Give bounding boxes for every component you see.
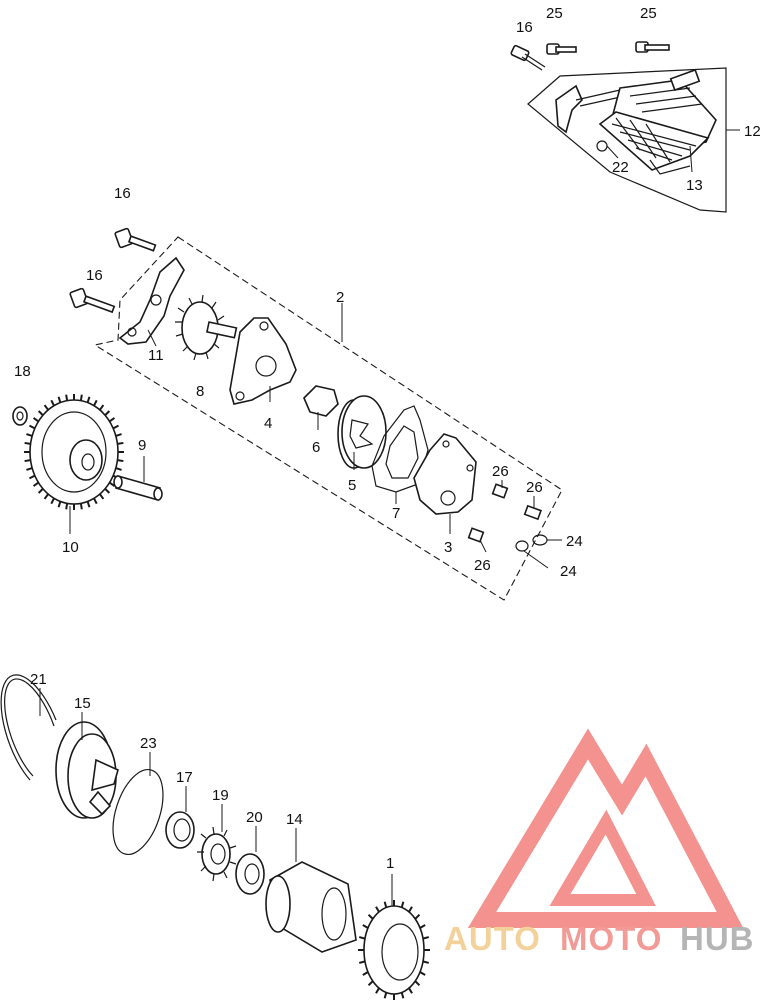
- part-20-washer: [235, 826, 265, 895]
- callout-16-top: 16: [516, 19, 533, 36]
- callout-21: 21: [30, 671, 47, 688]
- watermark-word-moto: MOTO: [560, 920, 662, 957]
- callout-24-b: 24: [560, 563, 577, 580]
- watermark-triangle-logo: [467, 728, 744, 928]
- part-14-sleeve: [265, 828, 357, 953]
- part-17-seal: [165, 786, 195, 849]
- part-23-ring: [112, 769, 164, 855]
- callout-10: 10: [62, 539, 79, 556]
- callout-23: 23: [140, 735, 157, 752]
- callout-11: 11: [148, 347, 164, 364]
- callout-13: 13: [686, 177, 703, 194]
- bolt-26-b: [523, 496, 542, 521]
- callout-25-right: 25: [640, 5, 657, 22]
- callout-15: 15: [74, 695, 91, 712]
- callout-24-a: 24: [566, 533, 583, 550]
- o-ring-22: [596, 140, 608, 152]
- part-5-rotor: [337, 395, 387, 470]
- callout-6: 6: [312, 439, 320, 456]
- bracket-plate: [555, 84, 583, 134]
- callouts: 16 25 25 12 22 13 16 16 2 11 18 8 4 6 9 …: [14, 5, 761, 872]
- callout-1: 1: [386, 855, 394, 872]
- part-11-plate: [118, 256, 185, 345]
- o-ring-24-b: [515, 540, 529, 552]
- bolt-26-a: [491, 480, 509, 499]
- bolt-25-left: [546, 43, 577, 55]
- callout-26-c: 26: [474, 557, 491, 574]
- callout-3: 3: [444, 539, 452, 556]
- callout-20: 20: [246, 809, 263, 826]
- callout-7: 7: [392, 505, 400, 522]
- callout-12: 12: [744, 123, 761, 140]
- watermark: AUTO MOTO HUB: [444, 728, 755, 957]
- part-8-gear: [175, 294, 238, 361]
- bolt-25-right: [635, 41, 670, 53]
- callout-22: 22: [612, 159, 629, 176]
- callout-5: 5: [348, 477, 356, 494]
- bolt-16-top: [510, 44, 546, 71]
- screen-13: [598, 111, 710, 175]
- callout-25-left: 25: [546, 5, 563, 22]
- bolt-16-lower: [69, 287, 116, 314]
- part-10-gear: [24, 394, 124, 534]
- callout-14: 14: [286, 811, 303, 828]
- callout-8: 8: [196, 383, 204, 400]
- part-9-shaft: [113, 456, 163, 502]
- part-6-rotor: [303, 385, 339, 417]
- bolt-26-c: [467, 527, 487, 553]
- callout-18: 18: [14, 363, 31, 380]
- callout-9: 9: [138, 437, 146, 454]
- assembly-12: [510, 41, 740, 213]
- callout-16-low: 16: [86, 267, 103, 284]
- assembly-12-outline: [527, 67, 727, 213]
- callout-2: 2: [336, 289, 344, 306]
- part-3-cover: [413, 433, 477, 515]
- part-15-housing: [55, 712, 119, 819]
- callout-26-b: 26: [526, 479, 543, 496]
- part-4-body: [229, 317, 297, 405]
- o-ring-24-a: [532, 534, 548, 546]
- part-1-gear: [358, 874, 430, 1000]
- bolt-16-upper: [114, 227, 157, 252]
- part-19-lockwasher: [197, 804, 237, 882]
- part-21-circlip: [0, 674, 57, 781]
- callout-26-a: 26: [492, 463, 509, 480]
- callout-16-mid: 16: [114, 185, 131, 202]
- watermark-word-auto: AUTO: [444, 920, 541, 957]
- callout-19: 19: [212, 787, 229, 804]
- part-18-washer: [12, 406, 28, 426]
- callout-4: 4: [264, 415, 272, 432]
- callout-17: 17: [176, 769, 193, 786]
- watermark-word-hub: HUB: [680, 920, 755, 957]
